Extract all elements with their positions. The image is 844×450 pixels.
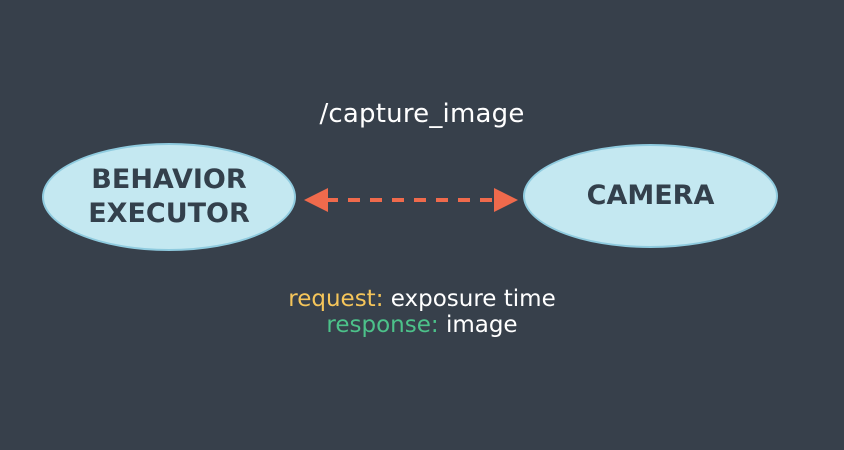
bidirectional-dashed-arrow-icon	[304, 188, 518, 212]
request-line: request: exposure time	[0, 286, 844, 312]
request-key: request:	[288, 286, 384, 312]
node-behavior-executor-label: BEHAVIOR EXECUTOR	[88, 164, 250, 229]
request-value: exposure time	[390, 286, 556, 312]
response-value: image	[445, 312, 518, 338]
arrow-head-right	[494, 188, 518, 212]
node-camera-label: CAMERA	[586, 180, 715, 211]
arrow-head-left	[304, 188, 328, 212]
node-camera: CAMERA	[523, 144, 778, 248]
service-topic-label: /capture_image	[319, 99, 525, 129]
node-behavior-executor: BEHAVIOR EXECUTOR	[42, 143, 296, 251]
response-key: response:	[326, 312, 439, 338]
response-line: response: image	[0, 312, 844, 338]
